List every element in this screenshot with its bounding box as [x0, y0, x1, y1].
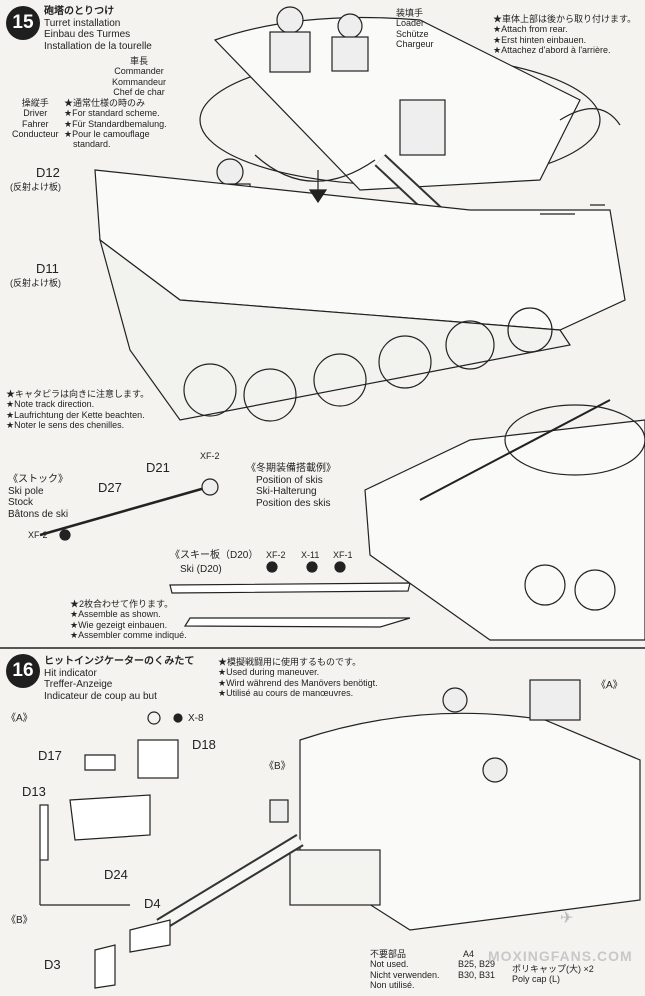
- track-direction-note: ★キャタピラは向きに注意します。★Note track direction. ★…: [6, 389, 150, 431]
- standard-scheme-note: ★通常仕様の時のみ★For standard scheme. ★Für Stan…: [64, 98, 167, 150]
- paint-xf2-ski: XF-2: [266, 550, 286, 560]
- attach-rear-note: ★車体上部は後から取り付けます。★Attach from rear. ★Erst…: [493, 14, 637, 56]
- part-d11-sublabel: (反射よけ板): [10, 278, 61, 288]
- winter-equipment-label: 《冬期装備搭載例》 Position of skis Ski-Halterung…: [246, 463, 336, 509]
- step-15-title: 砲塔のとりつけ Turret installation Einbau des T…: [44, 6, 152, 52]
- unused-parts-list: A4 B25, B29 B30, B31: [458, 949, 496, 980]
- watermark-text: MOXINGFANS.COM: [488, 948, 633, 964]
- paint-xf1-ski: XF-1: [333, 550, 353, 560]
- part-d13-label: D13: [22, 784, 46, 799]
- paint-xf2-pole-bottom: XF-2: [28, 530, 48, 540]
- part-d4-label: D4: [144, 896, 161, 911]
- part-d27-label: D27: [98, 480, 122, 495]
- part-d24-label: D24: [104, 867, 128, 882]
- part-d3-label: D3: [44, 957, 61, 972]
- view-a-right-label: 《A》: [596, 680, 623, 691]
- paint-xf2-pole-top: XF-2: [200, 451, 220, 461]
- assemble-note: ★2枚合わせて作ります。★Assemble as shown. ★Wie gez…: [70, 599, 187, 641]
- step-16-badge: 16: [6, 654, 40, 688]
- paper-plane-icon: ✈: [560, 910, 574, 927]
- polycap-label: ポリキャップ(大) ×2 Poly cap (L): [512, 964, 594, 985]
- view-a-left-label: 《A》: [6, 713, 33, 724]
- part-d12-label: D12: [36, 165, 60, 180]
- step-15-badge: 15: [6, 6, 40, 40]
- paint-x8-label: X-8: [188, 713, 204, 724]
- part-d17-label: D17: [38, 748, 62, 763]
- part-d12-sublabel: (反射よけ板): [10, 182, 61, 192]
- step-16-title: ヒットインジケーターのくみたて Hit indicator Treffer-An…: [44, 656, 195, 702]
- ski-d20-label: Ski (D20): [180, 564, 222, 575]
- part-d18-label: D18: [192, 737, 216, 752]
- part-d21-label: D21: [146, 460, 170, 475]
- ski-board-label: 《スキー板（D20）: [170, 550, 259, 561]
- maneuver-note: ★模擬戦闘用に使用するものです。★Used during maneuver. ★…: [218, 657, 378, 699]
- view-b-mid-label: 《B》: [264, 761, 291, 772]
- part-d11-label: D11: [36, 261, 59, 276]
- paint-x11-ski: X-11: [301, 550, 320, 560]
- view-b-left-label: 《B》: [6, 915, 33, 926]
